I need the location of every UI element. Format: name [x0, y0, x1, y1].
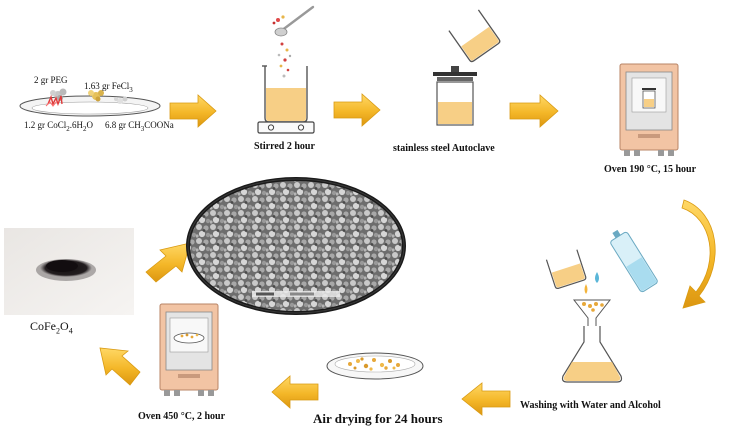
label-cocl2-sub2: 2 — [83, 124, 87, 133]
label-fecl3-sub: 3 — [129, 85, 133, 94]
stirrer-setup — [257, 5, 315, 134]
label-peg: 2 gr PEG — [34, 75, 68, 85]
label-stirred: Stirred 2 hour — [254, 141, 315, 152]
arrow-autoclave-to-oven — [509, 94, 559, 128]
arrow-washing-to-drying — [461, 382, 511, 416]
label-washing: Washing with Water and Alcohol — [520, 400, 661, 411]
drying-dish — [326, 352, 424, 380]
label-acetate-main: 6.8 gr CH — [105, 120, 141, 130]
label-product-main: CoFe — [30, 319, 57, 333]
label-autoclave: stainless steel Autoclave — [393, 143, 495, 154]
label-acetate-sub: 3 — [140, 124, 145, 133]
label-cocl2-main: 1.2 gr CoCl — [24, 120, 67, 130]
falling-particles — [277, 42, 292, 78]
dried-particles — [348, 357, 400, 371]
arrow-drying-to-oven450 — [271, 375, 319, 409]
fecl3-powder — [88, 90, 104, 102]
oven-190 — [619, 63, 679, 156]
label-acetate: 6.8 gr CH3COONa — [105, 121, 174, 133]
cocl2-crystals — [45, 94, 63, 107]
label-cocl2-hydrate: .6H — [69, 120, 84, 130]
label-oven-450: Oven 450 °C, 2 hour — [138, 411, 226, 422]
sem-image — [186, 177, 406, 315]
label-product-sub2: 4 — [68, 326, 73, 336]
label-product-sub1: 2 — [56, 326, 61, 336]
label-oven-190: Oven 190 °C, 15 hour — [604, 164, 697, 175]
acetate-powder — [114, 96, 128, 104]
arrow-mix-to-stir — [169, 94, 217, 128]
label-product: CoFe2O4 — [30, 320, 73, 335]
arrow-oven450-to-product — [99, 347, 141, 386]
label-cocl2: 1.2 gr CoCl2.6H2O — [24, 121, 93, 133]
label-air-drying: Air drying for 24 hours — [313, 411, 443, 426]
washing-setup — [545, 229, 658, 383]
autoclave-setup — [433, 9, 501, 126]
label-fecl3: 1.63 gr FeCl3 — [84, 82, 133, 94]
label-product-mid: O — [60, 319, 69, 333]
label-fecl3-main: 1.63 gr FeCl — [84, 81, 130, 91]
label-cocl2-sub: 2 — [66, 124, 70, 133]
arrow-product-to-sem — [145, 242, 191, 283]
oven-450 — [159, 303, 219, 396]
label-cocl2-end: O — [86, 120, 94, 130]
mixing-dish — [19, 88, 161, 117]
label-acetate-end: COONa — [144, 120, 174, 130]
product-photo — [4, 228, 134, 315]
arrow-stir-to-autoclave — [333, 93, 381, 127]
arrow-curved-oven-to-washing — [681, 199, 716, 309]
